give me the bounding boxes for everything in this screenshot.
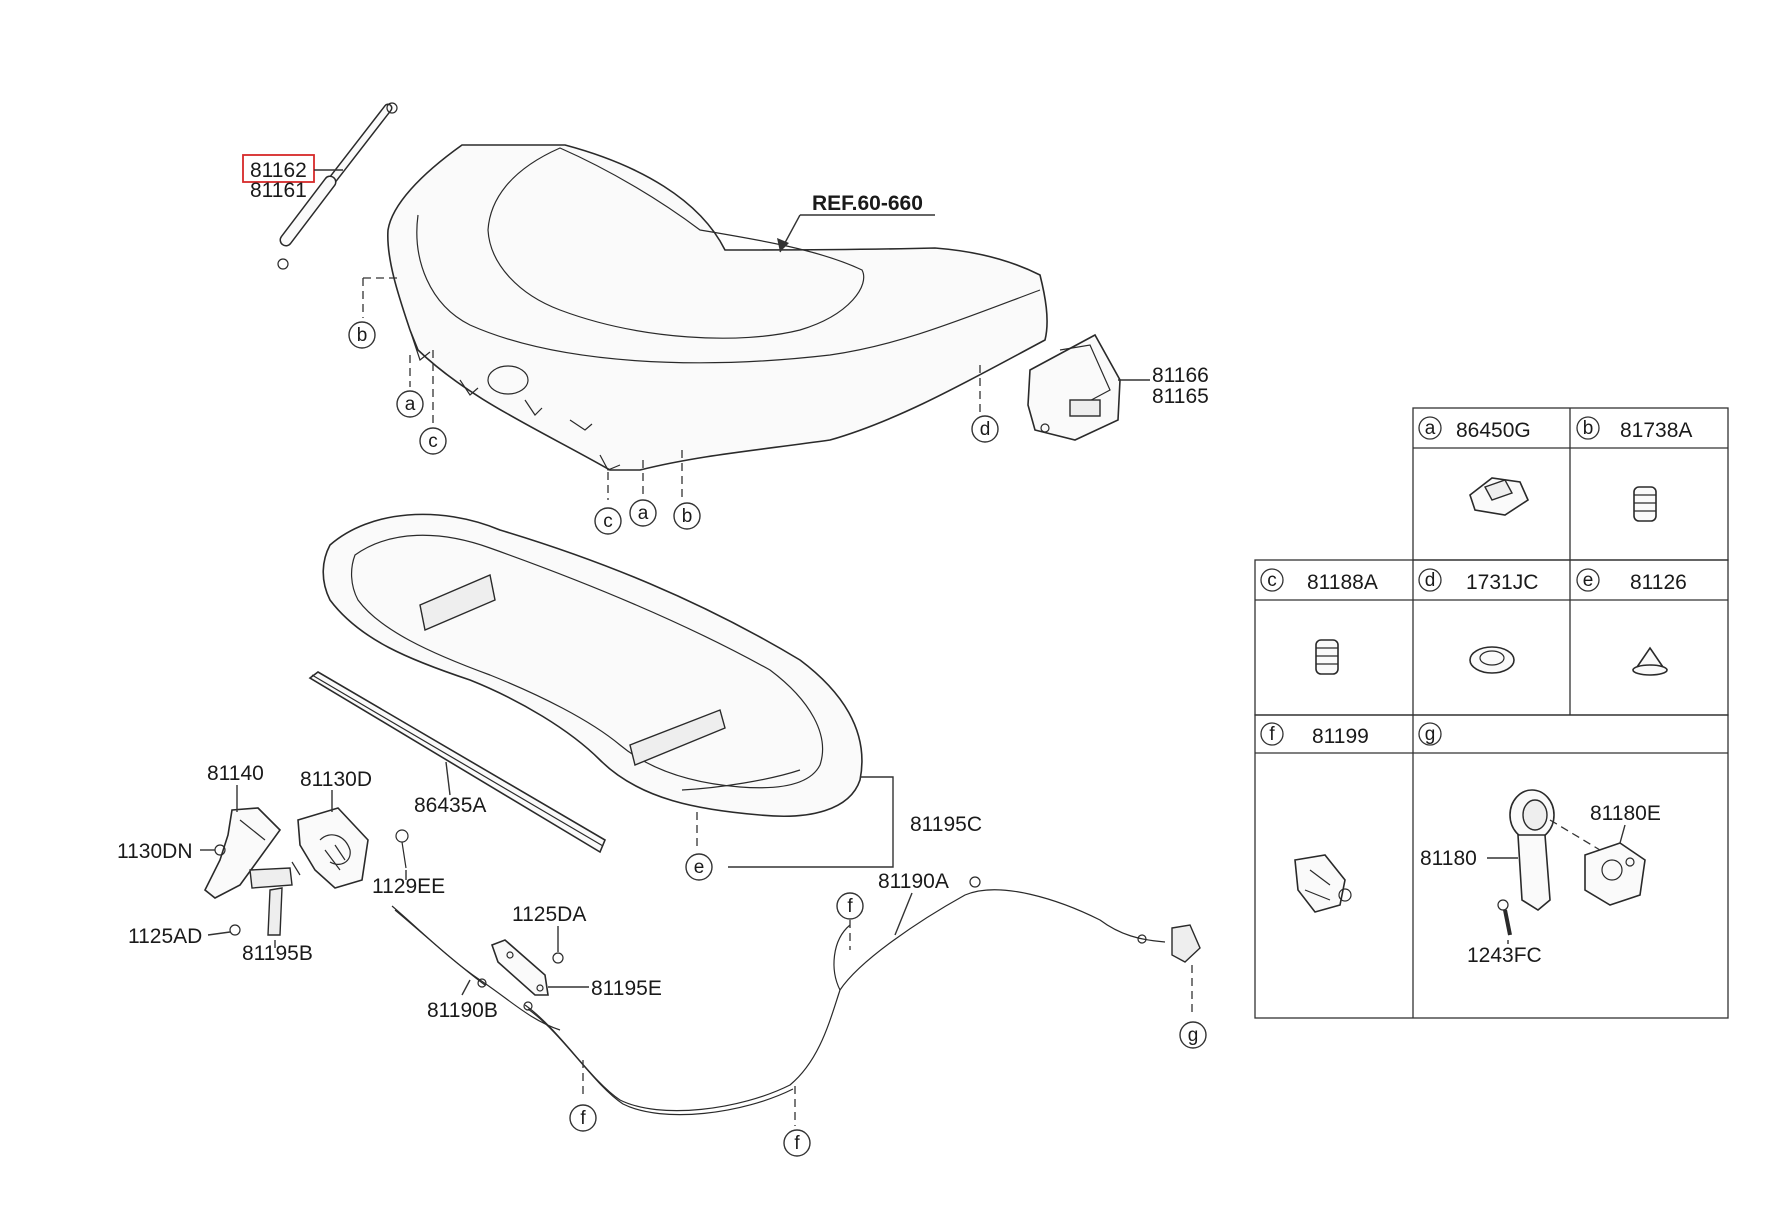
label-ref-60-660: REF.60-660 (812, 192, 923, 215)
label-81130D: 81130D (300, 768, 372, 791)
label-86435A: 86435A (414, 794, 486, 817)
label-81165: 81165 (1152, 385, 1209, 408)
callout-g-1: g (1179, 1021, 1207, 1049)
callout-a-2: a (629, 499, 657, 527)
legend-part-81126 (1632, 646, 1668, 676)
label-81195B: 81195B (242, 942, 313, 965)
svg-text:f: f (580, 1108, 586, 1129)
label-81195E: 81195E (591, 977, 662, 1000)
legend-part-81738A (1633, 486, 1657, 522)
label-81180: 81180 (1420, 847, 1477, 870)
svg-text:81188A: 81188A (1307, 571, 1378, 594)
svg-text:b: b (682, 506, 693, 527)
svg-text:g: g (1188, 1025, 1199, 1046)
legend-cell-a: a 86450G (1418, 416, 1531, 442)
svg-text:a: a (638, 503, 649, 524)
release-cables (391, 876, 1201, 1116)
label-81140: 81140 (207, 762, 264, 785)
label-81180E: 81180E (1590, 802, 1661, 825)
label-1130DN: 1130DN (117, 840, 193, 863)
callout-c-1: c (419, 427, 447, 455)
svg-text:b: b (1583, 418, 1594, 439)
label-1125DA: 1125DA (512, 903, 586, 926)
label-81166: 81166 (1152, 364, 1209, 387)
legend-cell-d: d 1731JC (1418, 568, 1538, 594)
callout-a-1: a (396, 390, 424, 418)
weatherstrip-86435A (308, 671, 607, 854)
legend-cell-g: g (1418, 722, 1442, 746)
callout-d-1: d (971, 415, 999, 443)
svg-text:e: e (694, 857, 705, 878)
label-81190B: 81190B (427, 999, 498, 1022)
svg-text:d: d (980, 419, 991, 440)
bracket-81195E (490, 939, 564, 996)
safety-hook-81140 (203, 807, 301, 936)
legend-cell-c: c 81188A (1260, 568, 1378, 594)
svg-text:d: d (1425, 570, 1436, 591)
svg-text:81199: 81199 (1312, 725, 1369, 748)
svg-text:c: c (603, 511, 613, 532)
callout-f-2: f (569, 1104, 597, 1132)
label-81195C: 81195C (910, 813, 982, 836)
svg-text:g: g (1425, 724, 1436, 745)
callout-f-1: f (836, 892, 864, 920)
label-1125AD: 1125AD (128, 925, 202, 948)
legend-part-81199 (1294, 854, 1352, 913)
callout-b-2: b (673, 502, 701, 530)
legend-part-81180 (1509, 789, 1555, 911)
callout-e-1: e (685, 853, 713, 881)
svg-text:f: f (847, 896, 853, 917)
label-81162: 81162 (250, 159, 307, 182)
legend-cell-b: b 81738A (1576, 416, 1692, 442)
svg-text:c: c (428, 431, 438, 452)
svg-text:f: f (1269, 724, 1275, 745)
callout-f-3: f (783, 1129, 811, 1157)
legend-cell-e: e 81126 (1576, 568, 1687, 594)
legend-part-1731JC (1469, 646, 1515, 674)
svg-text:81738A: 81738A (1620, 419, 1692, 442)
hood-bracket-81166 (1027, 333, 1121, 441)
label-81190A: 81190A (878, 870, 949, 893)
legend-cell-f: f 81199 (1260, 722, 1369, 748)
part-highlight-box (242, 154, 315, 183)
legend-part-1243FC (1497, 899, 1512, 936)
svg-text:b: b (357, 325, 368, 346)
svg-text:f: f (794, 1133, 800, 1154)
callout-b-1: b (348, 321, 376, 349)
svg-text:e: e (1583, 570, 1594, 591)
label-1129EE: 1129EE (372, 875, 445, 898)
callout-c-2: c (594, 507, 622, 535)
label-81161: 81161 (250, 179, 307, 202)
svg-text:a: a (1425, 418, 1436, 439)
legend-part-81188A (1315, 639, 1339, 675)
svg-text:1731JC: 1731JC (1466, 571, 1538, 594)
svg-text:c: c (1267, 570, 1277, 591)
hood-latch-81130D (297, 807, 409, 889)
svg-text:a: a (405, 394, 416, 415)
svg-text:81126: 81126 (1630, 571, 1687, 594)
legend-part-86450G (1469, 477, 1530, 516)
hood-panel (387, 144, 1048, 471)
hood-insulator-81195C (322, 513, 863, 818)
legend-part-81180E (1584, 842, 1646, 906)
legend-table: a 86450G b 81738A c 81188A d 1731JC e 81… (1254, 407, 1729, 1019)
svg-text:86450G: 86450G (1456, 419, 1531, 442)
label-1243FC: 1243FC (1467, 944, 1542, 967)
